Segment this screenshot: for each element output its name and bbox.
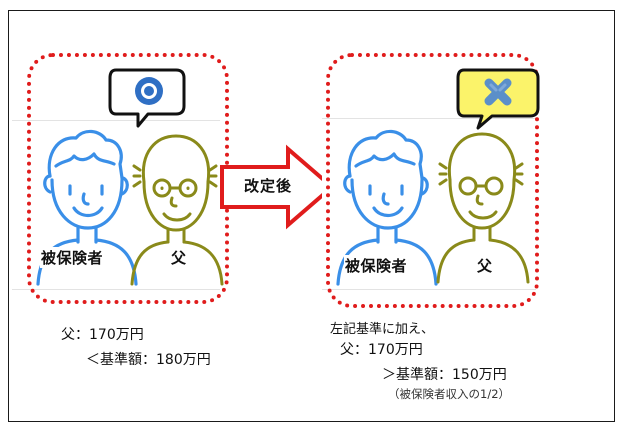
right-intro-text: 左記基準に加え、 (330, 322, 435, 337)
father-person-icon (436, 132, 530, 284)
father-person-icon (130, 134, 224, 286)
insured-person-icon (36, 129, 138, 286)
right-case-dotted-frame (326, 53, 539, 308)
father-label: 父 (476, 255, 494, 276)
revision-arrow: 改定後 (218, 143, 336, 231)
ng-speech-bubble (456, 68, 540, 130)
arrow-label: 改定後 (243, 177, 292, 195)
right-father-income: 父：170万円 (340, 342, 423, 358)
insured-label: 被保険者 (344, 255, 409, 276)
right-arrow-icon (220, 144, 336, 230)
insured-person-icon (336, 129, 438, 286)
left-father-income: 父：170万円 (61, 327, 144, 343)
right-threshold: ＞基準額：150万円 (382, 367, 507, 383)
cross-ng-icon (484, 78, 512, 106)
insured-label: 被保険者 (40, 247, 105, 268)
left-threshold: ＜基準額：180万円 (86, 352, 211, 368)
circle-ok-icon (135, 77, 163, 105)
right-threshold-note: （被保険者収入の1/2） (388, 387, 511, 401)
father-label: 父 (170, 247, 188, 268)
